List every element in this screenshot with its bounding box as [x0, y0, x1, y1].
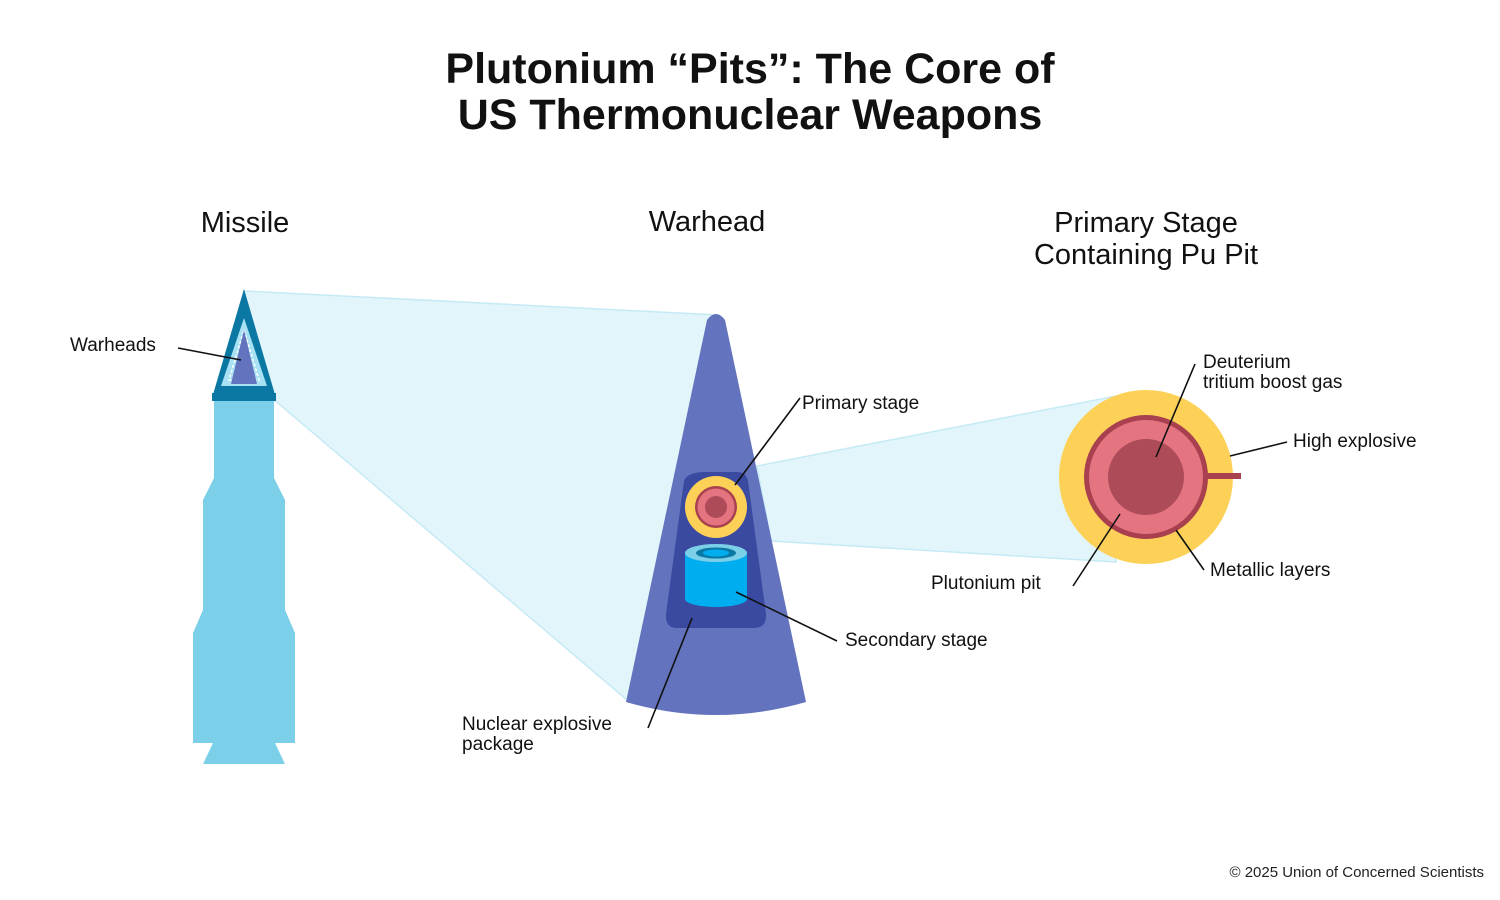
secondary-stage-leader [735, 591, 838, 642]
nuclear-package-leader [647, 617, 693, 729]
copyright-credit: © 2025 Union of Concerned Scientists [1229, 864, 1484, 881]
label-boost-gas: Deuterium tritium boost gas [1203, 353, 1342, 393]
primary-heading-line-2: Containing Pu Pit [1033, 239, 1259, 271]
warheads-leader [177, 347, 242, 361]
package-label-line-1: Nuclear explosive [462, 714, 612, 735]
boost-gas-core [1108, 439, 1184, 515]
boost-gas-label-line-1: Deuterium [1203, 352, 1291, 373]
secondary-cylinder-hole [703, 549, 729, 557]
missile-second-stage [193, 500, 295, 633]
primary-stage-illustration [1059, 390, 1241, 564]
warhead-primary-core [705, 496, 727, 518]
secondary-cylinder-bottom [685, 591, 747, 607]
title-line-1: Plutonium “Pits”: The Core of [445, 45, 1055, 93]
primary-heading-line-1: Primary Stage [1054, 207, 1238, 239]
label-nuclear-explosive-package: Nuclear explosive package [462, 715, 612, 755]
section-heading-warhead: Warhead [648, 206, 766, 238]
label-metallic-layers: Metallic layers [1210, 560, 1331, 581]
page-title: Plutonium “Pits”: The Core of US Thermon… [0, 46, 1500, 138]
missile-band [212, 393, 276, 401]
section-heading-primary-stage: Primary Stage Containing Pu Pit [996, 207, 1296, 271]
missile-nozzle [203, 743, 285, 764]
package-label-line-2: package [462, 734, 534, 755]
label-primary-stage: Primary stage [802, 393, 920, 414]
metallic-layers-leader [1175, 529, 1205, 571]
missile-illustration [193, 289, 295, 764]
label-secondary-stage: Secondary stage [845, 630, 988, 651]
primary-stage-leader [734, 397, 801, 486]
plutonium-pit-leader [1072, 513, 1121, 587]
label-high-explosive: High explosive [1293, 431, 1417, 452]
high-explosive-leader [1229, 441, 1288, 457]
boost-gas-label-line-2: tritium boost gas [1203, 372, 1343, 393]
missile-warhead-mark [231, 330, 257, 384]
title-line-2: US Thermonuclear Weapons [457, 91, 1043, 139]
dt-gas-leader [1155, 363, 1196, 458]
label-plutonium-pit: Plutonium pit [931, 573, 1041, 594]
section-heading-missile: Missile [200, 207, 290, 239]
leader-lines [177, 347, 1288, 729]
warhead-illustration [626, 314, 806, 715]
missile-upper-stage [203, 401, 285, 500]
missile-first-stage [193, 633, 295, 743]
label-warheads: Warheads [70, 335, 156, 356]
